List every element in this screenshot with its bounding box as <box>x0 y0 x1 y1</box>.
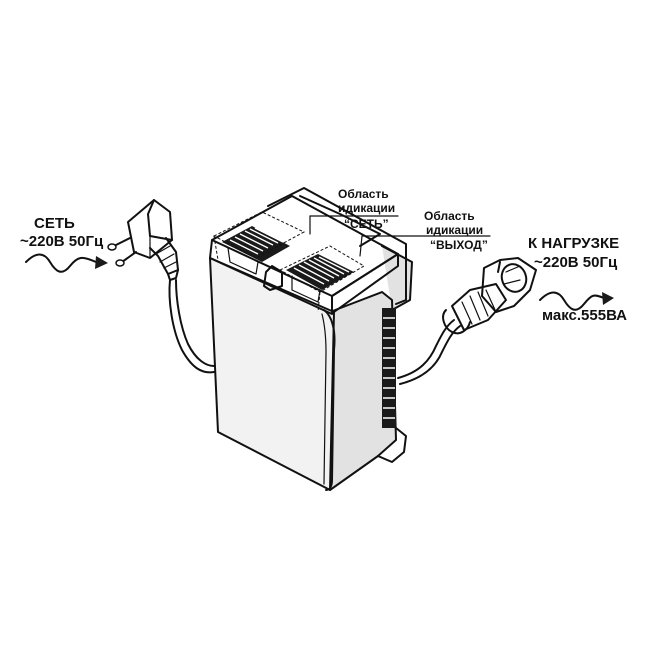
callout-output-line1: Область <box>424 209 475 223</box>
output-socket <box>442 257 537 335</box>
callout-output-line2: идикации <box>426 223 483 237</box>
callout-network-line3: “СЕТЬ” <box>344 217 389 231</box>
output-cord <box>397 319 455 379</box>
output-label: К НАГРУЗКЕ <box>528 235 619 252</box>
callout-network-line2: идикации <box>338 201 395 215</box>
callout-output: Область идикации “ВЫХОД” <box>359 209 491 257</box>
output-wave-arrow-icon <box>539 291 614 311</box>
input-cord <box>168 279 215 374</box>
output-indicator-grille <box>286 254 354 303</box>
network-indicator-area <box>212 211 306 259</box>
network-indicator-grille <box>222 226 290 275</box>
input-voltage-label: ~220В 50Гц <box>20 233 104 250</box>
output-voltage-label: ~220В 50Гц <box>534 254 618 271</box>
input-label: СЕТЬ <box>34 215 75 232</box>
voltage-stabilizer-unit <box>209 187 413 491</box>
input-wave-arrow-icon <box>25 253 108 273</box>
callout-network: Область идикации “СЕТЬ” <box>309 187 399 235</box>
output-indicator-area <box>278 245 365 293</box>
output-max-power-label: макс.555ВА <box>542 307 627 324</box>
callout-network-line1: Область <box>338 187 389 201</box>
side-vent-grille <box>383 317 395 419</box>
power-plug <box>107 199 179 281</box>
callout-output-line3: “ВЫХОД” <box>430 238 488 252</box>
